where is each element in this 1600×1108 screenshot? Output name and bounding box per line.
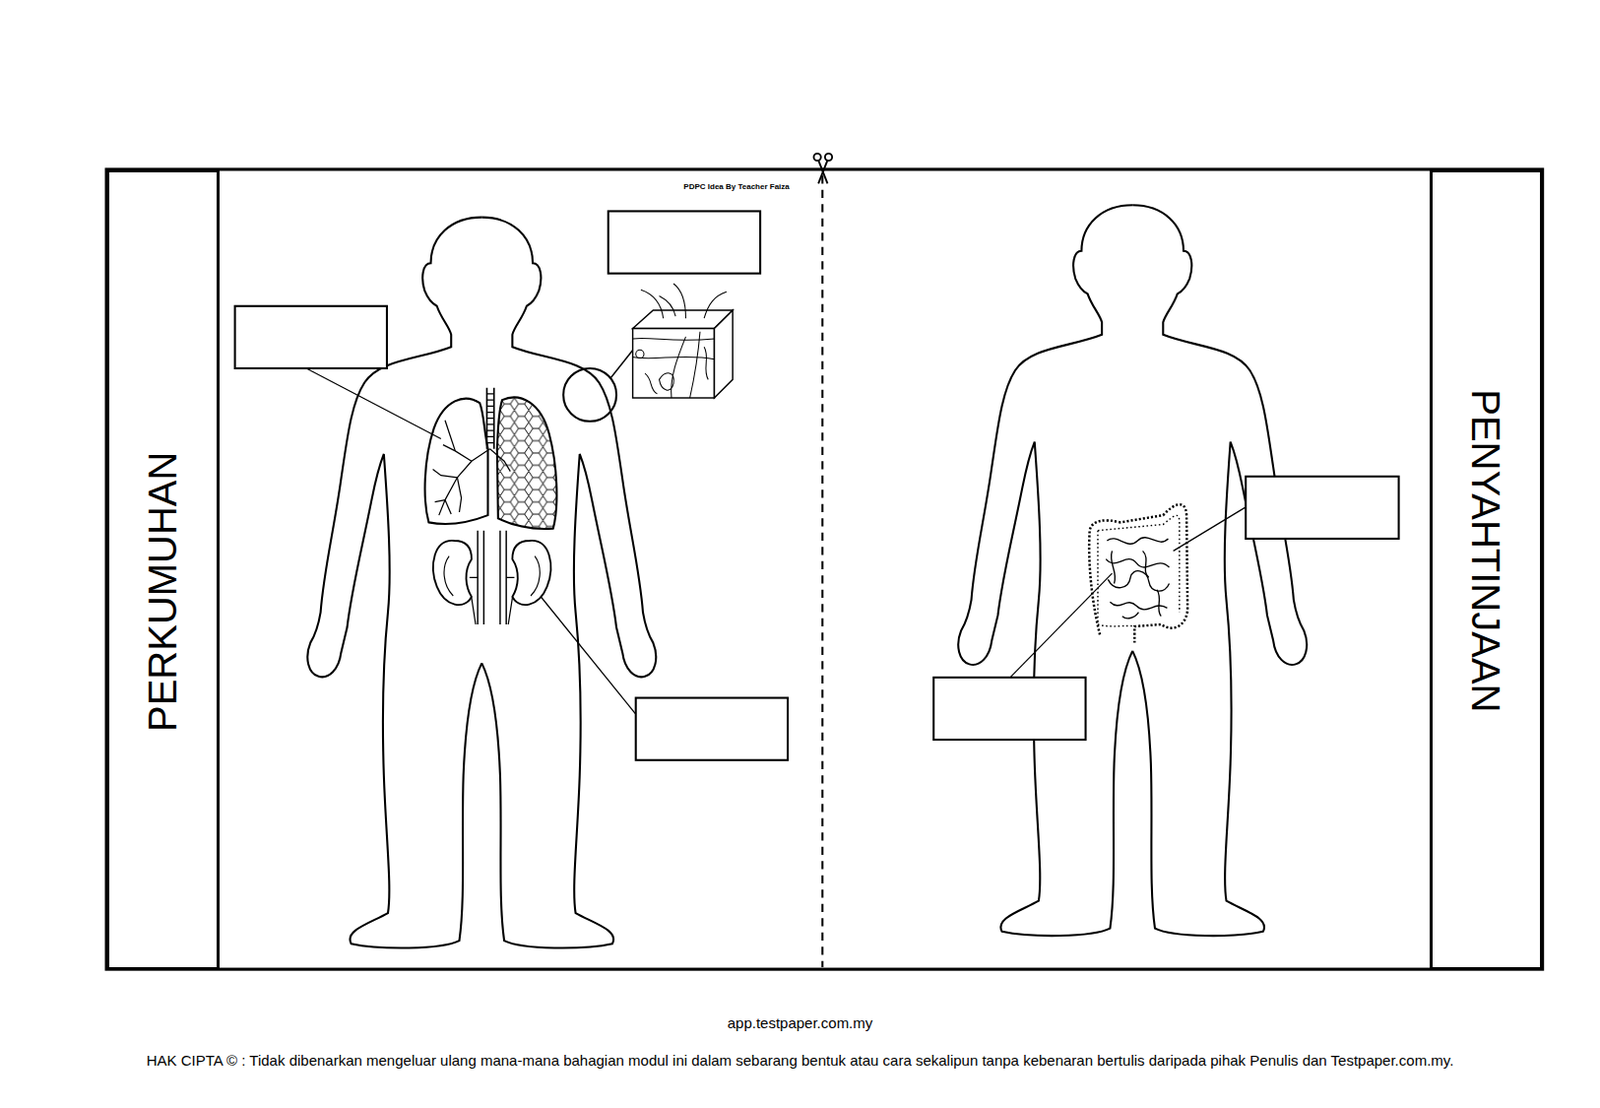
website-url: app.testpaper.com.my bbox=[727, 1015, 874, 1032]
skin-section bbox=[610, 348, 635, 379]
band-title: PERKUMUHAN bbox=[142, 451, 183, 732]
body-outline bbox=[307, 204, 1307, 948]
author-credit: PDPC Idea By Teacher Faiza bbox=[683, 182, 789, 192]
skin-section bbox=[633, 328, 715, 398]
scissors-icon bbox=[825, 153, 832, 161]
intestines bbox=[1105, 559, 1169, 568]
scissors-icon bbox=[813, 153, 832, 185]
cut-line bbox=[821, 175, 824, 967]
answer-box bbox=[933, 677, 1086, 740]
kidneys bbox=[444, 556, 540, 596]
skin-section bbox=[563, 283, 733, 422]
lungs bbox=[425, 398, 489, 524]
lungs bbox=[494, 387, 560, 536]
kidneys bbox=[433, 530, 551, 625]
lungs bbox=[443, 445, 472, 462]
title-band: PENYAHTINJAAN bbox=[1429, 169, 1543, 970]
answer-box bbox=[1245, 476, 1399, 539]
leader-line bbox=[1010, 573, 1113, 678]
lungs bbox=[490, 448, 512, 472]
skin-section bbox=[633, 337, 715, 359]
leader-line bbox=[306, 368, 442, 439]
lungs bbox=[486, 393, 494, 444]
lungs bbox=[486, 387, 494, 449]
lungs bbox=[425, 387, 560, 536]
band-title: PENYAHTINJAAN bbox=[1466, 389, 1506, 713]
title-band: PERKUMUHAN bbox=[106, 169, 220, 970]
cut-line bbox=[822, 175, 824, 967]
skin-section bbox=[563, 368, 617, 422]
intestines bbox=[1088, 504, 1188, 642]
lungs bbox=[439, 448, 491, 515]
answer-box bbox=[235, 210, 1400, 760]
outer-frame bbox=[106, 169, 1543, 969]
skin-section bbox=[713, 310, 733, 398]
intestines bbox=[1122, 612, 1140, 619]
lungs bbox=[445, 500, 451, 515]
scissors-icon bbox=[818, 160, 828, 185]
outer-frame bbox=[106, 169, 1543, 969]
body-outline bbox=[958, 204, 1307, 936]
skin-section bbox=[644, 346, 708, 394]
lungs bbox=[435, 500, 446, 503]
lungs bbox=[445, 420, 455, 451]
intestines bbox=[1107, 571, 1169, 591]
leader-line bbox=[306, 368, 1246, 714]
answer-box bbox=[636, 698, 788, 761]
lungs bbox=[433, 469, 458, 478]
copyright-notice: HAK CIPTA © : Tidak dibenarkan mengeluar… bbox=[146, 1051, 1455, 1069]
lungs bbox=[433, 420, 512, 515]
answer-box bbox=[608, 210, 761, 273]
intestines bbox=[1088, 504, 1188, 642]
intestines bbox=[1105, 537, 1169, 619]
leader-line bbox=[1173, 507, 1247, 552]
kidneys bbox=[477, 530, 507, 625]
intestines bbox=[1097, 514, 1180, 627]
intestines bbox=[1110, 550, 1161, 616]
scissors-icon bbox=[813, 153, 821, 161]
leader-line bbox=[540, 596, 636, 714]
skin-section bbox=[640, 283, 727, 319]
scissors-icon bbox=[818, 160, 828, 185]
skin-section bbox=[659, 331, 701, 398]
lungs bbox=[456, 477, 461, 512]
kidneys bbox=[469, 576, 515, 625]
skin-section bbox=[636, 349, 644, 358]
intestines bbox=[1106, 537, 1168, 544]
answer-box bbox=[235, 306, 387, 369]
